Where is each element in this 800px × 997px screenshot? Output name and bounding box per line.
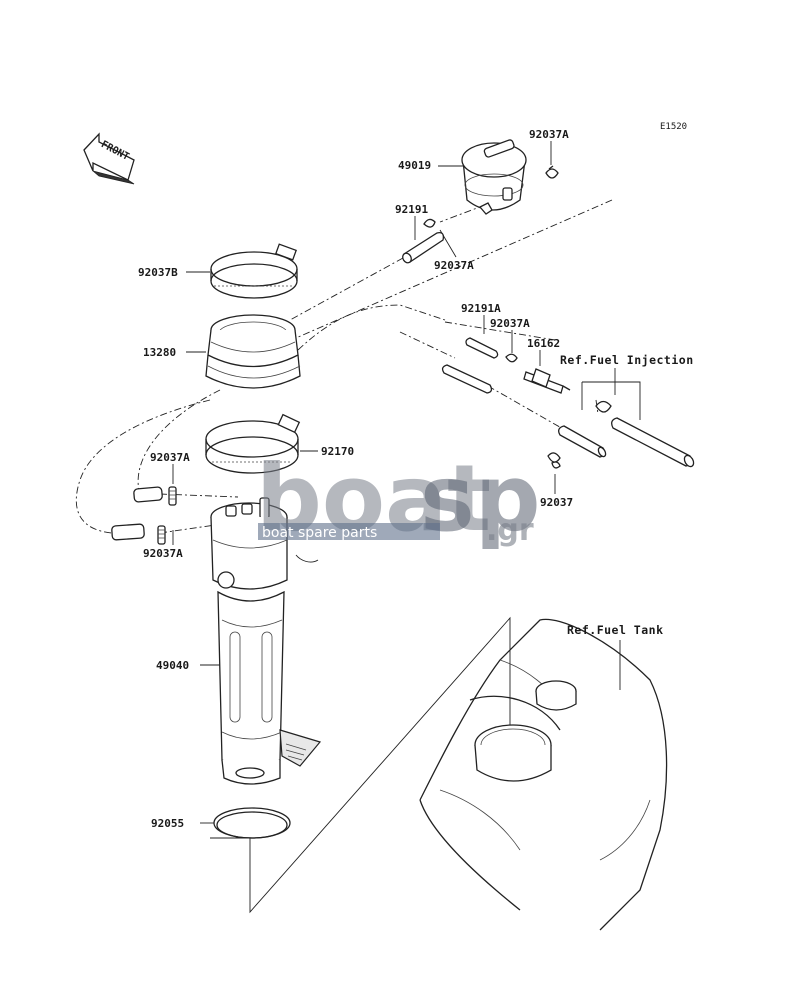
band-clamp-92037b[interactable] (210, 243, 298, 299)
front-direction-arrow-icon: FRONT (83, 132, 135, 185)
hose-92191a[interactable] (465, 337, 499, 359)
clamp-fuel-injection[interactable] (595, 400, 612, 413)
label-92037a-left-upper: 92037A (150, 451, 190, 464)
label-92037a-mid: 92037A (434, 259, 474, 272)
label-92191: 92191 (395, 203, 428, 216)
clamp-92037a-left-upper[interactable] (168, 486, 177, 506)
watermark-logo: boat sp .gr boat spare parts (256, 445, 541, 552)
fuel-tank-ref-lines (210, 554, 511, 914)
label-13280: 13280 (143, 346, 176, 359)
hose-left-lower[interactable] (111, 523, 145, 541)
label-92037a-top: 92037A (529, 128, 569, 141)
label-49040: 49040 (156, 659, 189, 672)
hose-lower-right[interactable] (558, 425, 607, 458)
clamp-92037a-left-lower[interactable] (157, 525, 166, 545)
label-92037: 92037 (540, 496, 573, 509)
coupling-13280[interactable] (205, 314, 301, 389)
label-92037b: 92037B (138, 266, 178, 279)
ref-fuel-injection-label: Ref.Fuel Injection (560, 353, 694, 367)
hose-left-upper[interactable] (133, 486, 163, 503)
label-92037a-right: 92037A (490, 317, 530, 330)
band-clamp-92170[interactable] (205, 413, 301, 474)
label-leader-lines (172, 141, 641, 824)
label-92037a-left-lower: 92037A (143, 547, 183, 560)
clamp-92037a-top[interactable] (545, 165, 559, 179)
fitting-16162[interactable] (523, 368, 571, 394)
hose-fuel-line-middle[interactable] (441, 364, 493, 394)
clamp-92037a-right[interactable] (505, 353, 518, 363)
label-16162: 16162 (527, 337, 560, 350)
clamp-92037[interactable] (547, 452, 561, 469)
hose-92191[interactable] (401, 232, 445, 265)
diagram-code: E1520 (660, 122, 687, 132)
o-ring-92055[interactable] (213, 807, 291, 839)
ref-fuel-tank-label: Ref.Fuel Tank (567, 623, 664, 637)
watermark-brand-tld: .gr (486, 513, 534, 548)
label-92055: 92055 (151, 817, 184, 830)
label-49019: 49019 (398, 159, 431, 172)
fuel-filter-49019[interactable] (461, 139, 527, 215)
hose-ref-fuel-injection[interactable] (611, 417, 696, 468)
fuel-tank-illustration[interactable] (419, 618, 668, 931)
watermark-tagline-bar (258, 523, 440, 540)
watermark-brand-sp: sp (420, 445, 541, 552)
assembly-dash-lines (75, 199, 613, 534)
label-92170: 92170 (321, 445, 354, 458)
watermark-tagline: boat spare parts (262, 525, 377, 541)
part-number-labels: 49019 92037A 92191 92037A 92037B 13280 9… (138, 128, 573, 830)
clamp-92037a-mid[interactable] (423, 218, 436, 228)
label-92191a: 92191A (461, 302, 501, 315)
